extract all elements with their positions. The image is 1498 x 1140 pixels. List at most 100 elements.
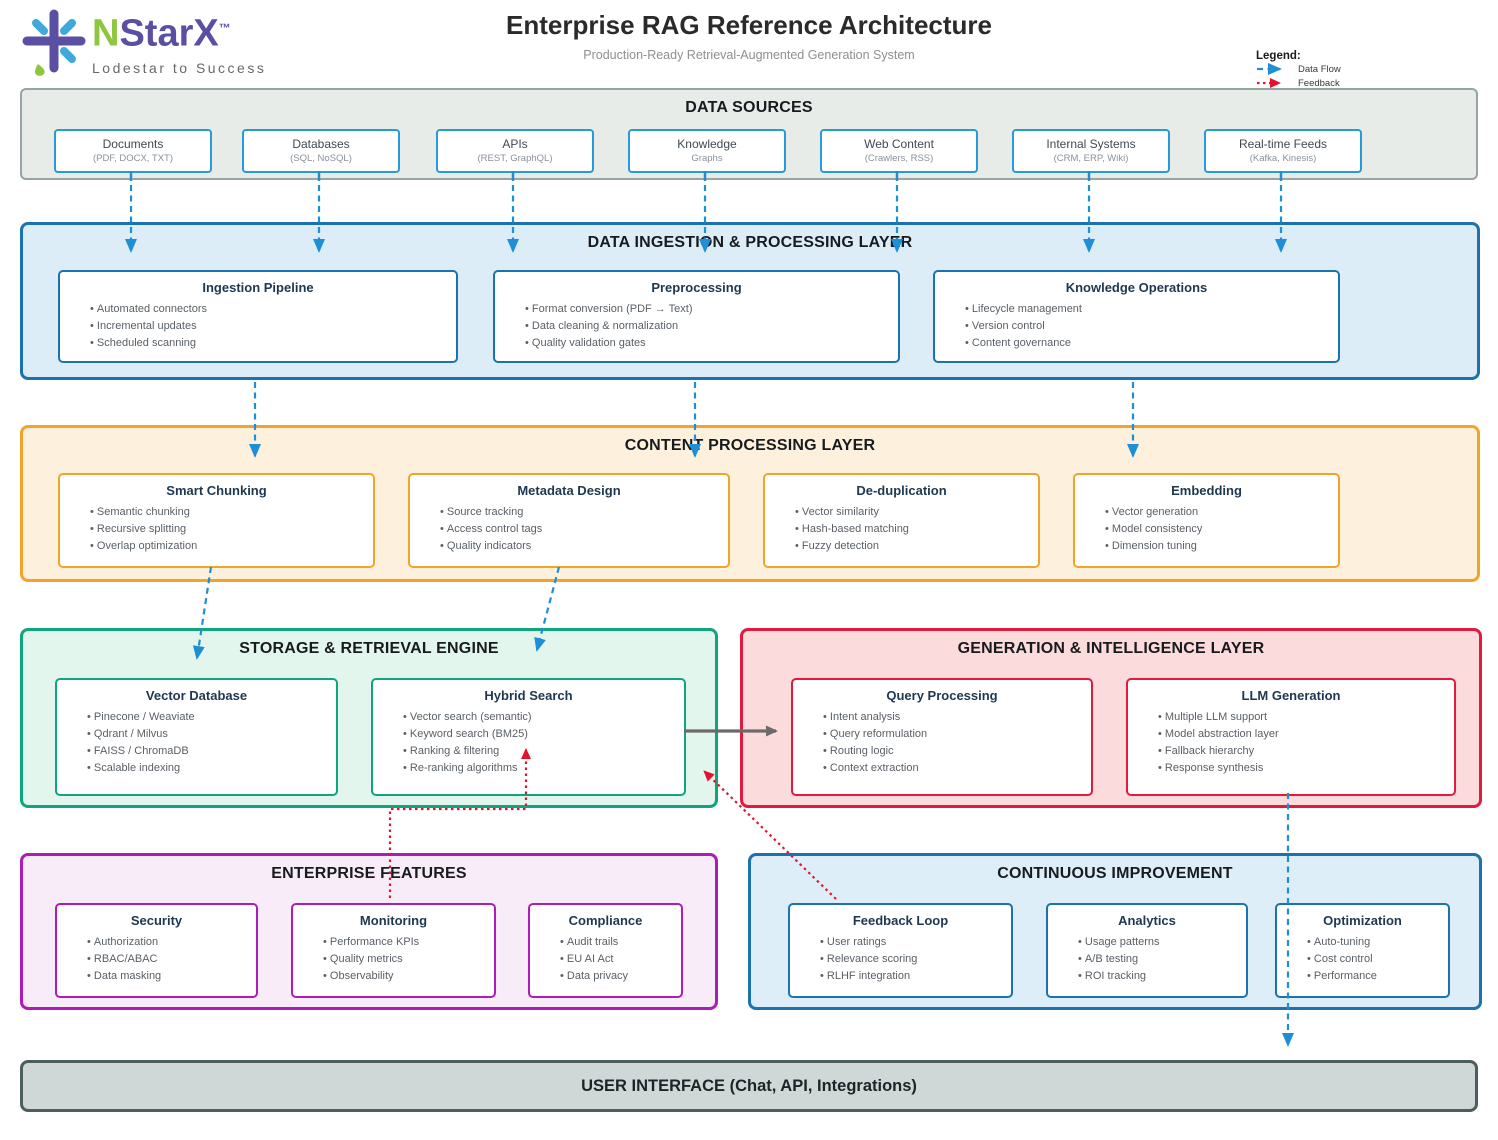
source-subtitle: (CRM, ERP, Wiki) <box>1053 153 1129 164</box>
bullet: Vector similarity <box>795 504 1038 521</box>
card-ingestion-pipeline: Ingestion Pipeline Automated connectors … <box>58 270 458 363</box>
card-bullets: Usage patterns A/B testing ROI tracking <box>1048 934 1246 985</box>
bullet: Auto-tuning <box>1307 934 1448 951</box>
bullet: Quality metrics <box>323 951 494 968</box>
bullet: Recursive splitting <box>90 521 373 538</box>
bullet: Overlap optimization <box>90 538 373 555</box>
card-title: Smart Chunking <box>166 483 267 498</box>
source-subtitle: (PDF, DOCX, TXT) <box>92 153 174 164</box>
bullet: RLHF integration <box>820 968 1011 985</box>
layer-title: CONTINUOUS IMPROVEMENT <box>997 865 1233 882</box>
trademark-symbol: ™ <box>218 21 231 35</box>
legend-data-flow-label: Data Flow <box>1298 63 1341 75</box>
source-subtitle: Graphs <box>691 153 723 164</box>
bullet: Quality indicators <box>440 538 728 555</box>
source-title: APIs <box>502 137 528 151</box>
source-web-content: Web Content (Crawlers, RSS) <box>820 129 978 173</box>
source-title: Web Content <box>864 137 934 151</box>
layer-title: CONTENT PROCESSING LAYER <box>624 437 876 454</box>
bullet: Model consistency <box>1105 521 1338 538</box>
card-security: Security Authorization RBAC/ABAC Data ma… <box>55 903 258 998</box>
bullet: Content governance <box>965 335 1338 352</box>
bullet: Lifecycle management <box>965 301 1338 318</box>
bullet: Ranking & filtering <box>403 743 684 760</box>
bullet: ROI tracking <box>1078 968 1246 985</box>
card-bullets: Vector similarity Hash-based matching Fu… <box>765 504 1038 555</box>
layer-content-processing: CONTENT PROCESSING LAYER Smart Chunking … <box>20 425 1480 582</box>
legend-title: Legend: <box>1256 50 1301 62</box>
bullet: Access control tags <box>440 521 728 538</box>
card-llm-generation: LLM Generation Multiple LLM support Mode… <box>1126 678 1456 796</box>
card-optimization: Optimization Auto-tuning Cost control Pe… <box>1275 903 1450 998</box>
card-title: Embedding <box>1171 483 1242 498</box>
card-bullets: Authorization RBAC/ABAC Data masking <box>57 934 256 985</box>
card-bullets: Vector generation Model consistency Dime… <box>1075 504 1338 555</box>
bullet: Qdrant / Milvus <box>87 726 336 743</box>
card-metadata-design: Metadata Design Source tracking Access c… <box>408 473 730 568</box>
card-title: De-duplication <box>856 483 947 498</box>
card-bullets: Semantic chunking Recursive splitting Ov… <box>60 504 373 555</box>
card-bullets: User ratings Relevance scoring RLHF inte… <box>790 934 1011 985</box>
card-monitoring: Monitoring Performance KPIs Quality metr… <box>291 903 496 998</box>
legend-feedback-label: Feedback <box>1298 77 1340 89</box>
bullet: Automated connectors <box>90 301 456 318</box>
card-analytics: Analytics Usage patterns A/B testing ROI… <box>1046 903 1248 998</box>
card-bullets: Source tracking Access control tags Qual… <box>410 504 728 555</box>
card-bullets: Performance KPIs Quality metrics Observa… <box>293 934 494 985</box>
source-title: Internal Systems <box>1046 137 1136 151</box>
card-title: Ingestion Pipeline <box>202 280 314 295</box>
bullet: Routing logic <box>823 743 1091 760</box>
source-subtitle: (Crawlers, RSS) <box>864 153 934 164</box>
card-bullets: Multiple LLM support Model abstraction l… <box>1128 709 1454 777</box>
bullet: Intent analysis <box>823 709 1091 726</box>
bullet: Model abstraction layer <box>1158 726 1454 743</box>
layer-continuous-improvement: CONTINUOUS IMPROVEMENT Feedback Loop Use… <box>748 853 1482 1010</box>
bullet: Fuzzy detection <box>795 538 1038 555</box>
bullet: Query reformulation <box>823 726 1091 743</box>
card-embedding: Embedding Vector generation Model consis… <box>1073 473 1340 568</box>
bullet: FAISS / ChromaDB <box>87 743 336 760</box>
source-documents: Documents (PDF, DOCX, TXT) <box>54 129 212 173</box>
brand-n: N <box>92 12 120 55</box>
card-title: Optimization <box>1323 913 1402 928</box>
data-flow-arrow-icon <box>1257 63 1282 75</box>
page-subtitle: Production-Ready Retrieval-Augmented Gen… <box>583 48 915 62</box>
bullet: Data cleaning & normalization <box>525 318 898 335</box>
bullet: Re-ranking algorithms <box>403 760 684 777</box>
card-bullets: Pinecone / Weaviate Qdrant / Milvus FAIS… <box>57 709 336 777</box>
bullet: Fallback hierarchy <box>1158 743 1454 760</box>
user-interface-title: USER INTERFACE (Chat, API, Integrations) <box>581 1076 917 1095</box>
bullet: A/B testing <box>1078 951 1246 968</box>
card-de-duplication: De-duplication Vector similarity Hash-ba… <box>763 473 1040 568</box>
layer-title: DATA INGESTION & PROCESSING LAYER <box>587 234 913 251</box>
card-title: Security <box>130 913 183 928</box>
layer-title: STORAGE & RETRIEVAL ENGINE <box>239 640 499 657</box>
card-bullets: Format conversion (PDF → Text) Data clea… <box>495 301 898 352</box>
card-bullets: Intent analysis Query reformulation Rout… <box>793 709 1091 777</box>
bullet: User ratings <box>820 934 1011 951</box>
card-bullets: Audit trails EU AI Act Data privacy <box>530 934 681 985</box>
bullet: Performance <box>1307 968 1448 985</box>
card-title: Metadata Design <box>517 483 621 498</box>
card-knowledge-operations: Knowledge Operations Lifecycle managemen… <box>933 270 1340 363</box>
bullet: Dimension tuning <box>1105 538 1338 555</box>
brand-name: NStarX™ <box>92 8 266 58</box>
card-title: Analytics <box>1118 913 1176 928</box>
card-title: Preprocessing <box>651 280 742 295</box>
source-subtitle: (Kafka, Kinesis) <box>1249 153 1317 164</box>
card-bullets: Lifecycle management Version control Con… <box>935 301 1338 352</box>
bullet: Quality validation gates <box>525 335 898 352</box>
bullet: Pinecone / Weaviate <box>87 709 336 726</box>
bullet: Observability <box>323 968 494 985</box>
layer-storage-retrieval: STORAGE & RETRIEVAL ENGINE Vector Databa… <box>20 628 718 808</box>
bullet: Performance KPIs <box>323 934 494 951</box>
bullet: Keyword search (BM25) <box>403 726 684 743</box>
card-smart-chunking: Smart Chunking Semantic chunking Recursi… <box>58 473 375 568</box>
source-title: Documents <box>102 137 164 151</box>
page-header: Enterprise RAG Reference Architecture Pr… <box>379 10 1119 62</box>
bullet: Response synthesis <box>1158 760 1454 777</box>
bullet: Data privacy <box>560 968 681 985</box>
source-subtitle: (REST, GraphQL) <box>477 153 553 164</box>
brand-starx: StarX <box>119 12 219 55</box>
